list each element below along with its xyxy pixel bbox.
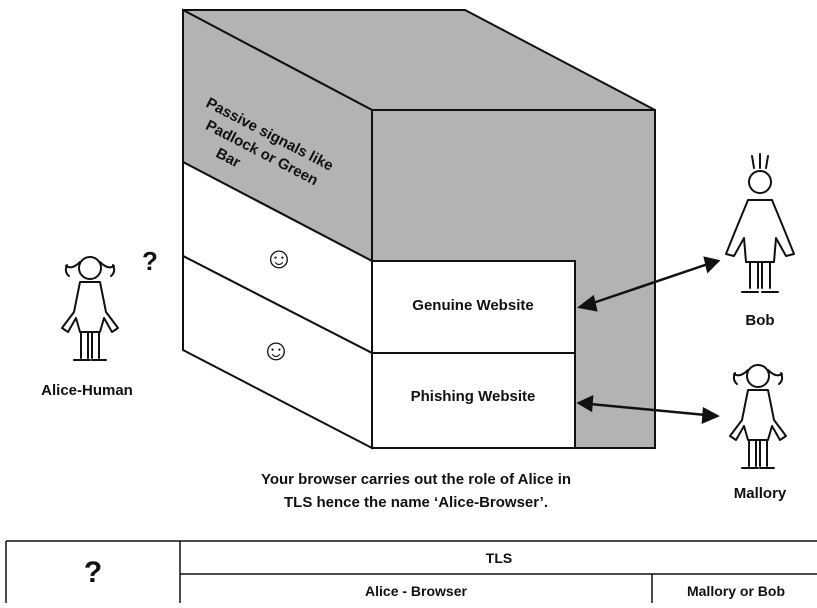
table-header-mallory-or-bob: Mallory or Bob xyxy=(687,583,785,599)
arrowhead-icon xyxy=(701,406,720,424)
arrow-bob-genuine xyxy=(589,262,709,306)
smiley-icon: ☺ xyxy=(264,242,295,275)
mallory-label: Mallory xyxy=(734,485,787,502)
tls-role-table xyxy=(5,540,817,603)
genuine-website-label: Genuine Website xyxy=(412,297,533,314)
smiley-icon: ☺ xyxy=(261,334,292,367)
table-header-tls: TLS xyxy=(486,550,512,566)
caption-line-1: Your browser carries out the role of Ali… xyxy=(261,471,571,488)
alice-human-label: Alice-Human xyxy=(41,382,133,399)
question-mark: ? xyxy=(142,246,158,276)
arrowhead-icon xyxy=(703,256,721,274)
connection-arrows xyxy=(576,256,721,424)
mallory-figure xyxy=(729,364,787,469)
browser-cube: Passive signals like Padlock or Green Ba… xyxy=(182,8,656,450)
phishing-website-label: Phishing Website xyxy=(411,388,536,405)
alice-human-figure xyxy=(61,256,119,361)
arrowhead-icon xyxy=(576,394,594,413)
caption-line-2: TLS hence the name ‘Alice-Browser’. xyxy=(284,494,548,511)
phishing-website-box xyxy=(371,352,576,449)
genuine-website-box xyxy=(371,260,576,354)
table-header-alice-browser: Alice - Browser xyxy=(365,583,467,599)
table-corner-question: ? xyxy=(84,556,102,589)
bob-label: Bob xyxy=(745,312,774,329)
arrow-mallory-phishing xyxy=(589,402,707,417)
arrowhead-icon xyxy=(577,294,598,312)
bob-figure xyxy=(725,153,795,293)
